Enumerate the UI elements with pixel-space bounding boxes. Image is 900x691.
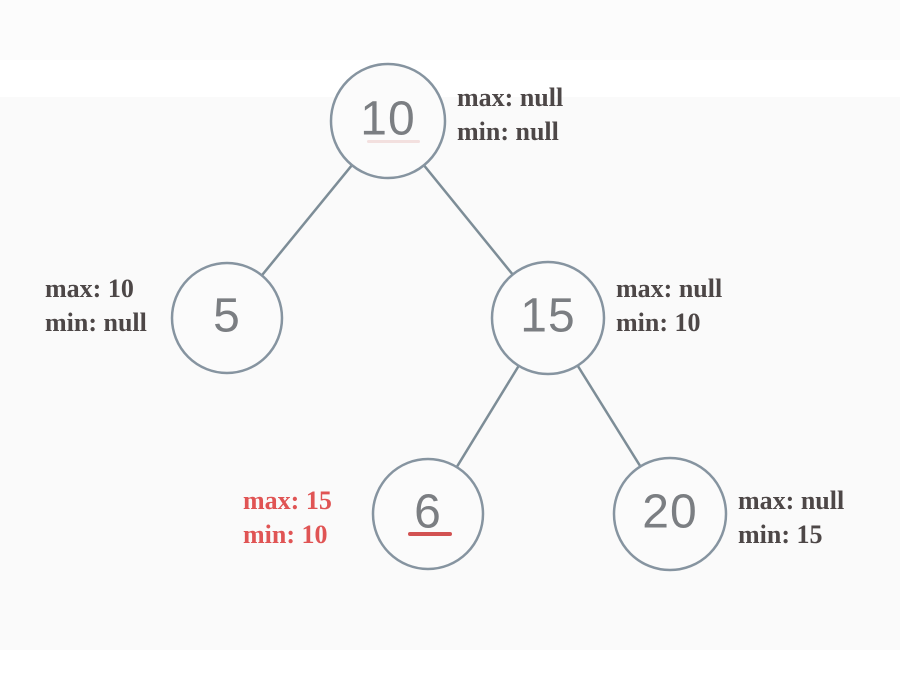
annotation-right-left-violation: max: 15 min: 10 (243, 484, 332, 552)
annotation-left-max: max: 10 (45, 274, 134, 303)
annotation-left-min: min: null (45, 308, 147, 337)
background-band-top (0, 0, 900, 60)
annotation-right-max: max: null (616, 274, 723, 303)
background-band-upper (0, 60, 900, 97)
annotation-right-right-min: min: 15 (738, 520, 823, 549)
annotation-right: max: null min: 10 (616, 272, 722, 340)
node-circle-root (329, 62, 447, 180)
node-circle-right-right (612, 456, 728, 572)
annotation-root-max: max: null (457, 83, 564, 112)
node-value-right-left: 6 (414, 485, 442, 539)
annotation-right-right-max: max: null (738, 486, 845, 515)
background-band-bottom (0, 650, 900, 691)
node-circle-left (170, 261, 284, 375)
violation-underline-node-6 (408, 532, 452, 536)
annotation-right-left-min: min: 10 (243, 520, 328, 549)
annotation-root: max: null min: null (457, 81, 563, 149)
node-value-right-right: 20 (642, 485, 698, 539)
node-value-right: 15 (520, 289, 576, 343)
annotation-right-min: min: 10 (616, 308, 701, 337)
node-value-root: 10 (360, 92, 416, 146)
node-circle-right-left (371, 457, 485, 571)
node-circle-right (490, 260, 606, 376)
node-value-left: 5 (213, 289, 241, 343)
annotation-left: max: 10 min: null (45, 272, 147, 340)
root-value-underline-faint (367, 140, 420, 143)
annotation-root-min: min: null (457, 117, 559, 146)
annotation-right-left-max: max: 15 (243, 486, 332, 515)
annotation-right-right: max: null min: 15 (738, 484, 844, 552)
